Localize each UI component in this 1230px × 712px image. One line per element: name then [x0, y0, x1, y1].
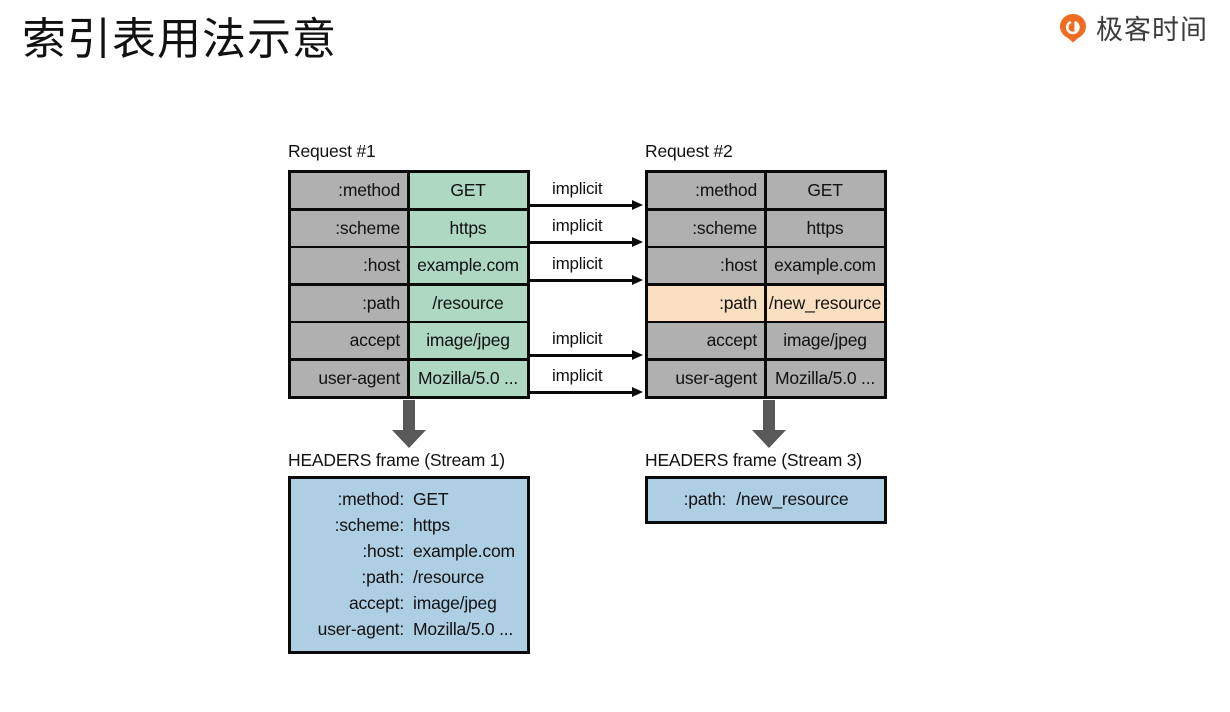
frame1-line: :path: /resource: [301, 564, 517, 590]
request2-header-name-5: user-agent: [648, 360, 764, 396]
frame2-caption: HEADERS frame (Stream 3): [645, 450, 862, 470]
page-title: 索引表用法示意: [22, 15, 337, 64]
implicit-label-2: implicit: [552, 253, 603, 273]
headers-frame-stream1: :method: GET :scheme: https :host: example.co…: [288, 476, 530, 654]
frame1-value-2: example.com: [413, 541, 515, 561]
down-arrow-stream3-icon: [752, 400, 786, 448]
request1-header-name-3: :path: [291, 285, 407, 321]
request2-header-value-4: image/jpeg: [766, 323, 884, 358]
frame1-line: user-agent: Mozilla/5.0 ...: [301, 616, 517, 642]
frame2-key-0: :path:: [683, 489, 727, 509]
implicit-arrow-0-icon: [530, 199, 643, 211]
request2-header-value-2: example.com: [766, 248, 884, 283]
implicit-arrow-1-icon: [530, 237, 643, 248]
request2-header-name-3: :path: [648, 285, 764, 321]
headers-frame-stream3: :path: /new_resource: [645, 476, 887, 524]
request1-header-value-1: https: [409, 210, 527, 246]
brand-logo: 极客时间: [1058, 8, 1208, 47]
frame1-line: :method: GET: [301, 486, 517, 512]
implicit-label-3: implicit: [552, 328, 603, 348]
down-arrow-stream1-icon: [392, 400, 426, 448]
frame1-line: :scheme: https: [301, 512, 517, 538]
request1-header-name-2: :host: [291, 248, 407, 283]
implicit-label-4: implicit: [552, 366, 603, 385]
request2-header-value-1: https: [766, 210, 884, 246]
table-row: :path/resource: [291, 285, 527, 321]
frame1-value-0: GET: [413, 489, 449, 509]
implicit-arrow-2-icon: [530, 274, 643, 286]
frame2-line: :path: /new_resource: [658, 486, 874, 512]
brand-name: 极客时间: [1096, 15, 1208, 45]
request2-header-name-1: :scheme: [648, 210, 764, 246]
frame1-caption: HEADERS frame (Stream 1): [288, 450, 505, 470]
implicit-label-1: implicit: [552, 216, 603, 235]
frame1-value-1: https: [413, 515, 450, 535]
implicit-label-0: implicit: [552, 178, 603, 198]
implicit-arrow-3-icon: [530, 349, 643, 361]
request1-header-value-3: /resource: [409, 285, 527, 321]
request2-caption: Request #2: [645, 141, 733, 161]
request2-header-value-5: Mozilla/5.0 ...: [766, 360, 884, 396]
frame1-value-3: /resource: [413, 567, 485, 587]
frame1-key-2: :host:: [362, 541, 404, 561]
frame2-value-0: /new_resource: [736, 489, 849, 509]
frame1-line: :host: example.com: [301, 538, 517, 564]
frame1-key-0: :method:: [337, 489, 405, 509]
frame1-value-5: Mozilla/5.0 ...: [413, 619, 514, 639]
request2-header-value-3: /new_resource: [766, 285, 884, 321]
request1-header-name-4: accept: [291, 323, 407, 358]
implicit-arrow-4-icon: [530, 387, 643, 398]
request1-caption: Request #1: [288, 141, 376, 161]
request2-header-value-0: GET: [766, 173, 884, 208]
geektime-logo-icon: [1058, 13, 1088, 43]
request2-header-name-0: :method: [648, 173, 764, 208]
request1-header-value-4: image/jpeg: [409, 323, 527, 358]
request1-header-value-0: GET: [409, 173, 527, 208]
frame1-value-4: image/jpeg: [413, 593, 497, 613]
frame1-key-3: :path:: [361, 567, 404, 587]
request2-header-name-4: accept: [648, 323, 764, 358]
request1-header-name-5: user-agent: [291, 360, 407, 396]
request2-header-name-2: :host: [648, 248, 764, 283]
frame1-key-4: accept:: [348, 593, 404, 613]
request1-header-value-2: example.com: [409, 248, 527, 283]
frame1-line: accept: image/jpeg: [301, 590, 517, 616]
request1-header-value-5: Mozilla/5.0 ...: [409, 360, 527, 396]
request1-header-name-0: :method: [291, 173, 407, 208]
table-row: :path/new_resource: [648, 285, 884, 321]
frame1-key-5: user-agent:: [317, 619, 405, 639]
request1-header-name-1: :scheme: [291, 210, 407, 246]
frame1-key-1: :scheme:: [334, 515, 405, 535]
